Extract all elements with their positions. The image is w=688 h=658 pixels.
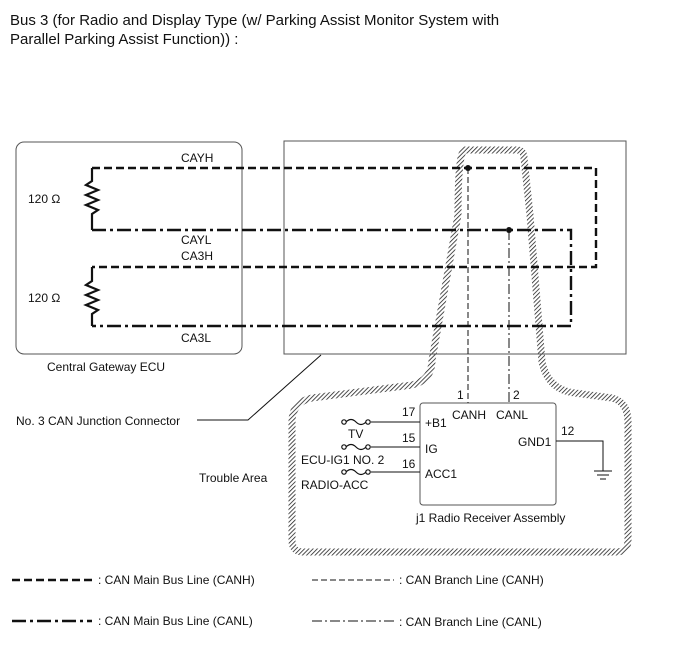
pin-16-number: 16 bbox=[402, 457, 416, 471]
pin-acc1-label: ACC1 bbox=[425, 467, 457, 481]
pin-ig-label: IG bbox=[425, 442, 438, 456]
title-line-1: Bus 3 (for Radio and Display Type (w/ Pa… bbox=[10, 12, 500, 29]
resistor-2-label: 120 Ω bbox=[28, 291, 60, 305]
resistor-2 bbox=[83, 267, 101, 326]
fuse-ecu-ig1-label: ECU-IG1 NO. 2 bbox=[301, 453, 385, 467]
pin-1-number: 1 bbox=[457, 388, 464, 402]
radio-receiver-box bbox=[419, 402, 557, 506]
radio-receiver-label: j1 Radio Receiver Assembly bbox=[415, 511, 565, 525]
junction-connector-label: No. 3 CAN Junction Connector bbox=[16, 414, 180, 428]
diagram-title: Bus 3 (for Radio and Display Type (w/ Pa… bbox=[10, 11, 499, 49]
legend-main-canl-label: : CAN Main Bus Line (CANL) bbox=[98, 614, 253, 628]
pin-b1-label: +B1 bbox=[425, 416, 447, 430]
canl-junction-dot bbox=[506, 227, 512, 233]
ground-icon bbox=[556, 440, 612, 480]
pin-12-number: 12 bbox=[561, 424, 575, 438]
junction-connector-leader bbox=[197, 354, 322, 421]
resistor-1-label: 120 Ω bbox=[28, 192, 60, 206]
pin-ca3h: CA3H bbox=[181, 249, 213, 263]
power-input-wires bbox=[371, 421, 420, 473]
trouble-area-label: Trouble Area bbox=[199, 471, 268, 485]
pin-ca3l: CA3L bbox=[181, 331, 211, 345]
fuse-radio-acc-label: RADIO-ACC bbox=[301, 478, 369, 492]
title-line-2: Parallel Parking Assist Function)) : bbox=[10, 31, 239, 48]
pin-canl-label: CANL bbox=[496, 408, 528, 422]
pin-cayl: CAYL bbox=[181, 233, 212, 247]
can-main-bus-canh bbox=[92, 166, 598, 269]
gateway-ecu-label: Central Gateway ECU bbox=[47, 360, 165, 374]
fuse-radio-acc bbox=[341, 468, 371, 476]
pin-15-number: 15 bbox=[402, 431, 416, 445]
legend-branch-canh-label: : CAN Branch Line (CANH) bbox=[399, 573, 544, 587]
gateway-ecu-box bbox=[15, 141, 243, 355]
canh-junction-dot bbox=[465, 165, 471, 171]
legend-main-canh-label: : CAN Main Bus Line (CANH) bbox=[98, 573, 255, 587]
can-main-bus-canl bbox=[92, 228, 573, 328]
fuse-tv bbox=[341, 418, 371, 426]
resistor-1 bbox=[83, 168, 101, 230]
fuse-tv-label: TV bbox=[348, 427, 363, 441]
pin-cayh: CAYH bbox=[181, 151, 213, 165]
legend-branch-canl-label: : CAN Branch Line (CANL) bbox=[399, 615, 542, 629]
pin-gnd1-label: GND1 bbox=[518, 435, 552, 449]
pin-2-number: 2 bbox=[513, 388, 520, 402]
fuse-ecu-ig1 bbox=[341, 443, 371, 451]
trouble-area-outline bbox=[288, 146, 632, 556]
pin-canh-label: CANH bbox=[452, 408, 486, 422]
junction-connector-box bbox=[283, 140, 627, 355]
pin-17-number: 17 bbox=[402, 405, 416, 419]
